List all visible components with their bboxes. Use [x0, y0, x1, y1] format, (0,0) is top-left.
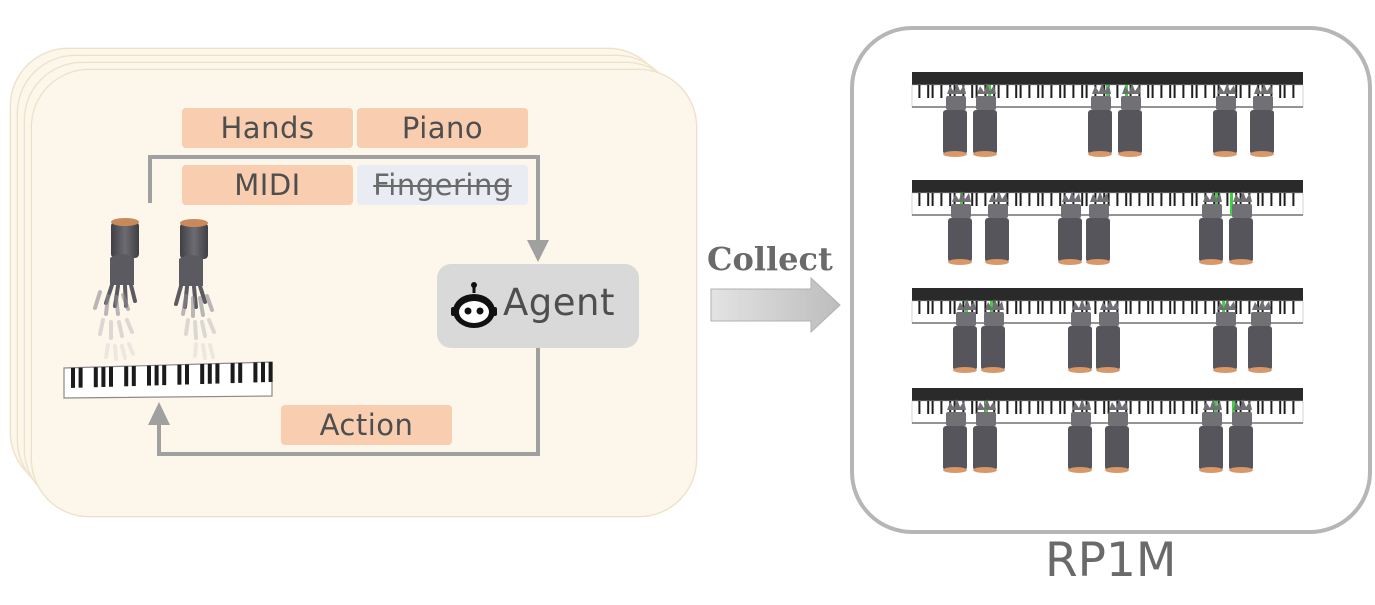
robot-hand-thumbnail [1229, 191, 1253, 265]
fingering-tag: Fingering [357, 165, 528, 205]
piano-black-key [71, 367, 75, 388]
piano-black-key [78, 367, 83, 388]
robot-hand-thumbnail [981, 299, 1005, 373]
hands-tag: Hands [182, 108, 353, 148]
robot-hand-thumbnail [1068, 399, 1092, 473]
robot-hand-thumbnail [948, 191, 972, 265]
collect-label: Collect [707, 240, 833, 278]
left-robot-hand [93, 218, 139, 361]
right-robot-hand [174, 219, 216, 360]
robot-hand-thumbnail [1213, 299, 1237, 373]
robot-hand-thumbnail [1068, 299, 1092, 373]
robot-hand-thumbnail [973, 399, 997, 473]
robot-hand-thumbnail [943, 83, 967, 157]
robot-hand-thumbnail [1213, 83, 1237, 157]
piano-black-key [200, 364, 205, 385]
piano-black-key [215, 363, 220, 384]
collect-arrow [710, 276, 841, 334]
action-tag: Action [281, 405, 452, 445]
rollout-frame [911, 288, 1304, 373]
piano-keyboard [63, 361, 273, 399]
rollout-frame [911, 72, 1304, 157]
robot-hand-thumbnail [1086, 191, 1110, 265]
robot-hand-thumbnail [1118, 83, 1142, 157]
observation-flow-line [148, 155, 540, 246]
robot-hand-thumbnail [1096, 299, 1120, 373]
robot-hand-thumbnail [1105, 399, 1129, 473]
piano-tag: Piano [357, 108, 528, 148]
piano-black-key [162, 365, 167, 386]
piano-black-key [230, 363, 235, 384]
piano-black-key [261, 362, 265, 383]
piano-black-key [253, 362, 258, 383]
robot-hand-thumbnail [1250, 83, 1274, 157]
robot-hand-thumbnail [973, 83, 997, 157]
piano-black-key [124, 366, 129, 387]
agent-label: Agent [503, 281, 616, 324]
piano-black-key [185, 364, 189, 385]
piano-black-key [147, 365, 151, 386]
piano-black-key [177, 364, 182, 385]
robot-hand-thumbnail [1088, 83, 1112, 157]
robot-hand-thumbnail [985, 191, 1009, 265]
piano-black-key [207, 363, 212, 384]
action-arrowhead [148, 402, 170, 425]
robot-hand-thumbnail [1248, 299, 1272, 373]
piano-black-key [131, 366, 136, 387]
robot-hand-thumbnail [1199, 191, 1223, 265]
dataset-label: RP1M [1045, 533, 1177, 588]
robot-hand-thumbnail [1058, 191, 1082, 265]
piano-black-key [268, 361, 273, 382]
robot-hand-thumbnail [1229, 399, 1253, 473]
observation-arrowhead [527, 240, 549, 262]
robot-hand-thumbnail [953, 299, 977, 373]
piano-black-key [154, 365, 159, 386]
robot-hand-thumbnail [1199, 399, 1223, 473]
piano-black-key [93, 367, 98, 388]
robot-hand-thumbnail [943, 399, 967, 473]
action-flow-line [157, 348, 540, 456]
piano-black-key [238, 362, 243, 383]
piano-black-key [109, 366, 113, 387]
piano-black-key [101, 366, 106, 387]
rollout-frame [911, 388, 1304, 473]
rollout-frame [911, 180, 1304, 265]
robot-icon [451, 282, 497, 328]
midi-tag: MIDI [182, 165, 353, 205]
